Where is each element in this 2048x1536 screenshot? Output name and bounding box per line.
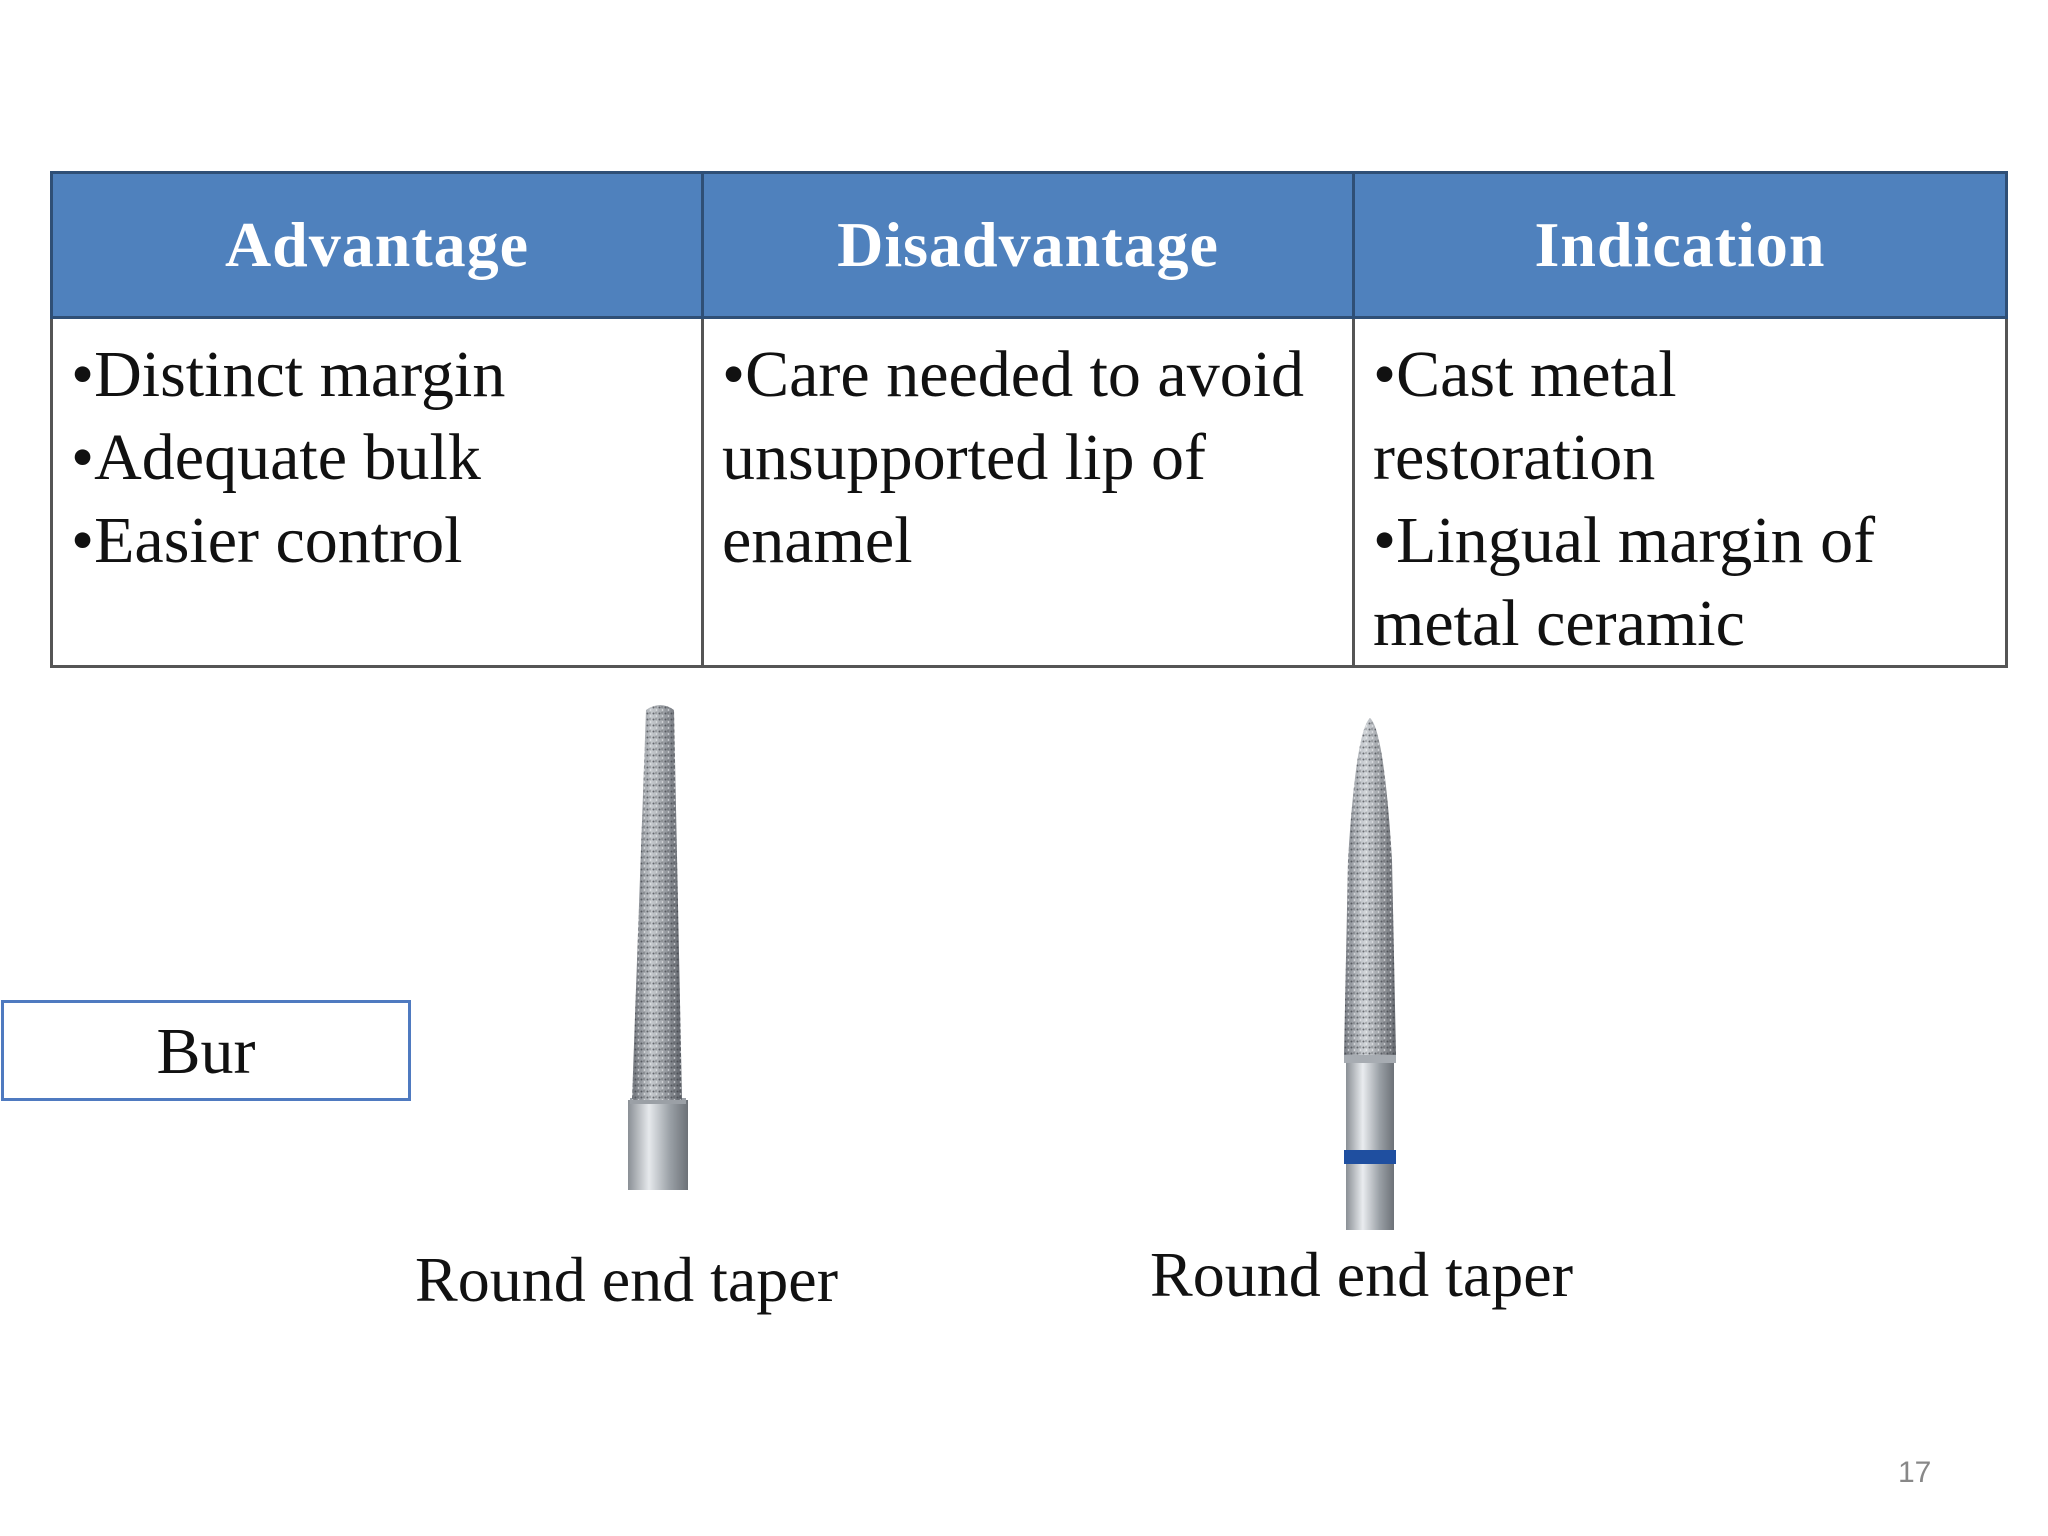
advantage-item: •Adequate bulk (71, 421, 481, 494)
comparison-table: Advantage Disadvantage Indication •Disti… (50, 171, 2008, 668)
indication-line: restoration (1373, 421, 1656, 494)
disadvantage-cell: •Care needed to avoid unsupported lip of… (701, 316, 1355, 668)
indication-line: •Cast metal (1373, 338, 1677, 411)
header-disadvantage: Disadvantage (701, 171, 1355, 319)
disadvantage-line: •Care needed to avoid (722, 338, 1305, 411)
bur-label-box: Bur (1, 1000, 411, 1101)
table-header-row: Advantage Disadvantage Indication (50, 171, 2008, 319)
bur-caption-1: Round end taper (415, 1244, 838, 1315)
header-indication: Indication (1352, 171, 2008, 319)
header-advantage: Advantage (50, 171, 704, 319)
disadvantage-line: enamel (722, 504, 913, 577)
diamond-bur-round-end-taper-blue-band-icon (1344, 718, 1396, 1230)
diamond-bur-round-end-taper-icon (628, 705, 688, 1190)
advantage-item: •Distinct margin (71, 338, 506, 411)
disadvantage-line: unsupported lip of (722, 421, 1206, 494)
page-number: 17 (1898, 1456, 1932, 1489)
indication-line: metal ceramic (1373, 587, 1745, 660)
table-row: •Distinct margin •Adequate bulk •Easier … (50, 316, 2008, 668)
bur-caption-2: Round end taper (1150, 1239, 1573, 1310)
advantage-cell: •Distinct margin •Adequate bulk •Easier … (50, 316, 704, 668)
advantage-item: •Easier control (71, 504, 463, 577)
indication-cell: •Cast metal restoration •Lingual margin … (1352, 316, 2008, 668)
indication-line: •Lingual margin of (1373, 504, 1876, 577)
bur-label: Bur (156, 1015, 256, 1088)
